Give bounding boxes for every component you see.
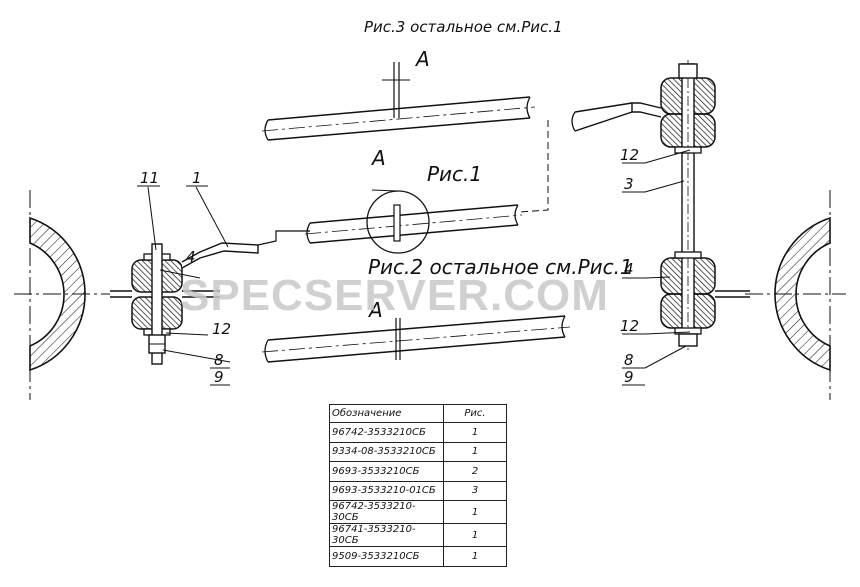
cell-designation: 9509-3533210СБ	[329, 546, 444, 567]
right-leaders	[622, 149, 691, 386]
cell-figure: 3	[443, 480, 507, 501]
callout-left-11: 11	[140, 169, 159, 187]
cell-designation: 96742-3533210-30СБ	[329, 500, 444, 524]
watermark: SPECSERVER.COM	[180, 271, 609, 320]
caption-fig1: Рис.1	[427, 162, 482, 186]
callout-left-12: 12	[212, 320, 231, 338]
callout-right-9: 9	[624, 368, 634, 386]
callout-left-4: 4	[186, 248, 196, 266]
rod-fig1	[304, 189, 523, 254]
rod-fig3	[261, 62, 633, 213]
callout-left-8: 8	[214, 351, 224, 369]
callout-right-3: 3	[624, 175, 634, 193]
view-label-a-mid: А	[370, 146, 386, 170]
caption-fig3: Рис.3 остальное см.Рис.1	[364, 18, 563, 36]
callout-right-12b: 12	[620, 317, 639, 335]
cell-designation: 9693-3533210-01СБ	[329, 480, 444, 501]
right-bracket	[774, 216, 831, 372]
left-damper-assembly	[110, 230, 310, 365]
callout-right-12a: 12	[620, 146, 639, 164]
cell-figure: 1	[443, 523, 507, 547]
view-label-a-bot: А	[367, 298, 383, 322]
caption-fig2: Рис.2 остальное см.Рис.1	[368, 255, 633, 279]
right-vertical-assembly	[631, 60, 750, 350]
table-header-row: Обозначение Рис.	[329, 404, 507, 423]
callout-left-9: 9	[214, 368, 224, 386]
header-designation: Обозначение	[329, 404, 444, 423]
callout-right-8: 8	[624, 351, 634, 369]
cell-figure: 1	[443, 500, 507, 524]
cell-figure: 1	[443, 441, 507, 462]
cell-figure: 1	[443, 546, 507, 567]
cell-figure: 1	[443, 422, 507, 443]
header-figure: Рис.	[443, 404, 507, 423]
left-bracket	[29, 216, 86, 372]
callout-left-1: 1	[192, 169, 202, 187]
left-leaders	[137, 185, 231, 386]
center-lines	[14, 190, 846, 400]
cell-designation: 96742-3533210СБ	[329, 422, 444, 443]
cell-designation: 9693-3533210СБ	[329, 461, 444, 482]
cell-figure: 2	[443, 461, 507, 482]
rod-fig2	[261, 315, 571, 363]
view-label-a-top: А	[414, 47, 430, 71]
cell-designation: 96741-3533210-30СБ	[329, 523, 444, 547]
callout-right-4: 4	[624, 260, 634, 278]
cell-designation: 9334-08-3533210СБ	[329, 441, 444, 462]
